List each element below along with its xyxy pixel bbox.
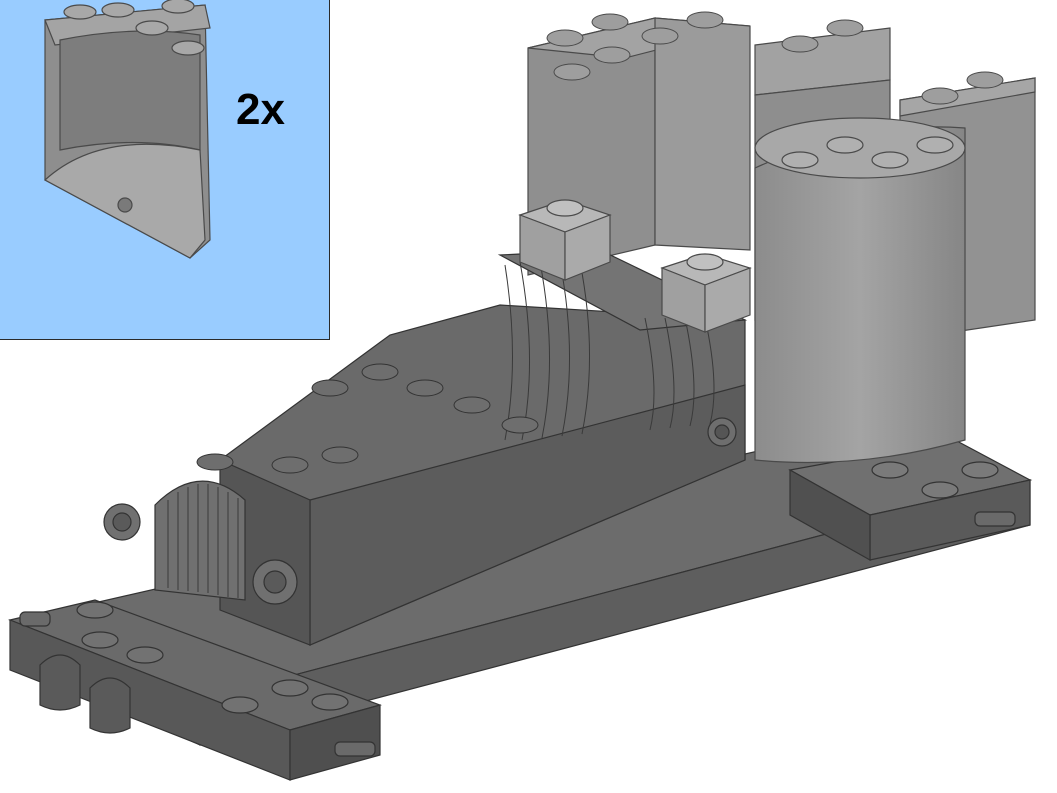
light-bricks xyxy=(518,199,752,333)
cylinder-half-brick xyxy=(754,117,966,464)
front-hooks xyxy=(39,654,131,734)
cylinder-half-brick-icon xyxy=(43,0,211,259)
headlights xyxy=(103,503,298,605)
hood-studs xyxy=(196,363,539,474)
quantity-label: 2x xyxy=(236,85,285,134)
parts-callout: 2x xyxy=(0,0,330,340)
rear-axle-plate xyxy=(788,439,1032,562)
rear-panel-studs xyxy=(546,11,1004,105)
side-peg xyxy=(707,417,737,447)
front-axle-plate xyxy=(7,599,382,781)
radiator-grille xyxy=(154,480,246,601)
seats xyxy=(504,261,715,441)
